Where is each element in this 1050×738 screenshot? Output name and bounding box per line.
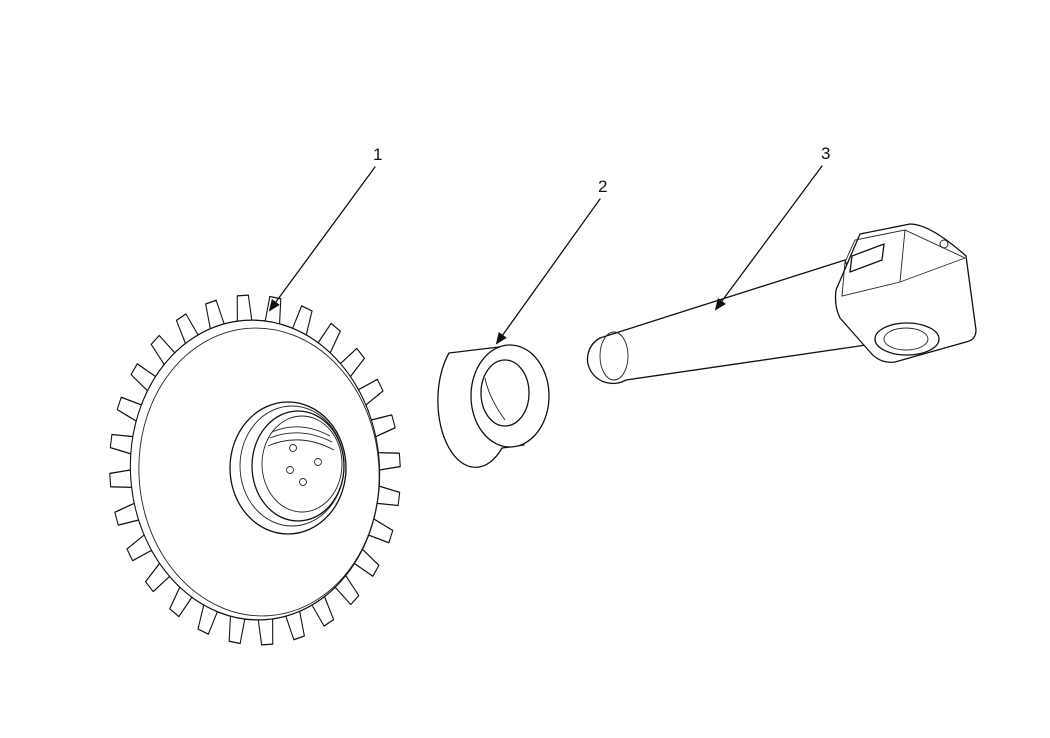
callout-label-3: 3	[821, 144, 830, 163]
callout-label-1: 1	[373, 145, 382, 164]
gear-hub	[229, 401, 347, 535]
gear-icon	[109, 294, 401, 646]
callout-1: 1	[268, 145, 382, 312]
callout-3: 3	[714, 144, 830, 311]
shaft-icon	[586, 223, 977, 385]
callout-label-2: 2	[598, 177, 607, 196]
bushing-icon	[437, 344, 550, 469]
callout-2: 2	[495, 177, 607, 345]
